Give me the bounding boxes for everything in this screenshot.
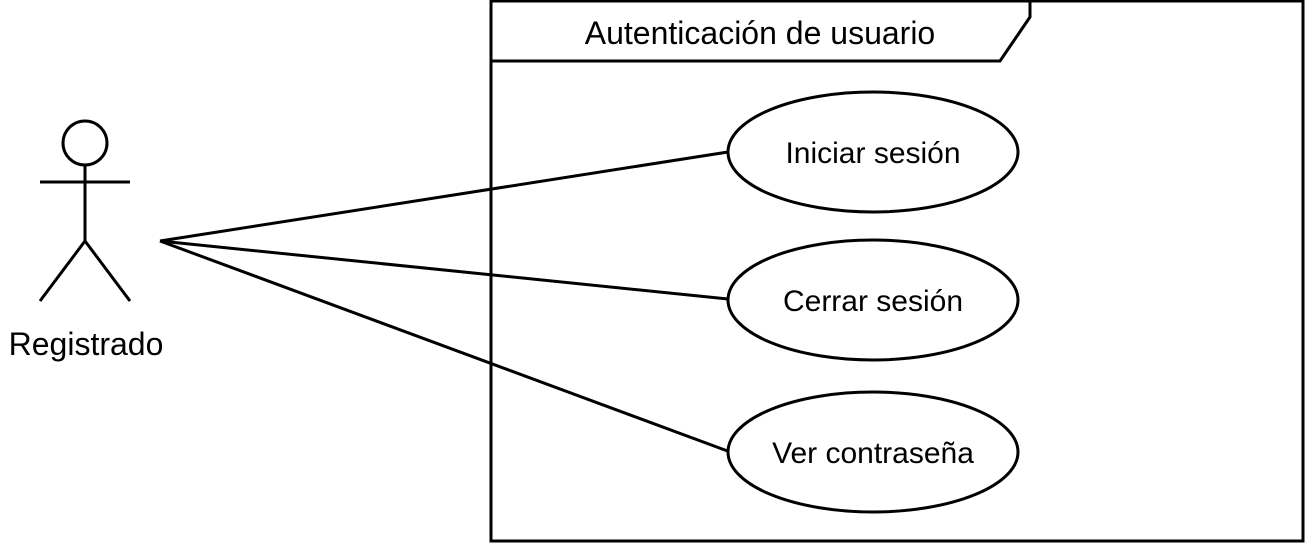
use-case-ellipse <box>726 390 1020 514</box>
use-case-label: Iniciar sesión <box>785 137 960 170</box>
association-line-ver-contrasena <box>159 239 734 455</box>
use-case-cerrar-sesion: Cerrar sesión <box>726 238 1020 362</box>
actor-left-leg <box>38 240 87 302</box>
use-case-label: Ver contraseña <box>772 437 974 470</box>
use-case-ver-contrasena: Ver contraseña <box>726 390 1020 514</box>
use-case-ellipse <box>726 90 1020 214</box>
actor-head <box>61 119 109 167</box>
use-case-label: Cerrar sesión <box>783 285 963 318</box>
actor-registrado: Registrado <box>9 119 164 362</box>
association-line-iniciar-sesion <box>159 150 729 243</box>
frame-title-tab <box>491 1 1032 63</box>
system-frame: Autenticación de usuario <box>489 0 1305 543</box>
association-line-cerrar-sesion <box>159 239 729 301</box>
frame-title: Autenticación de usuario <box>585 15 935 51</box>
actor-right-leg <box>83 240 132 302</box>
system-boundary <box>489 0 1305 543</box>
associations <box>159 150 734 455</box>
use-case-iniciar-sesion: Iniciar sesión <box>726 90 1020 214</box>
actor-label: Registrado <box>9 326 164 362</box>
stick-figure-icon <box>38 119 132 302</box>
use-case-ellipse <box>726 238 1020 362</box>
